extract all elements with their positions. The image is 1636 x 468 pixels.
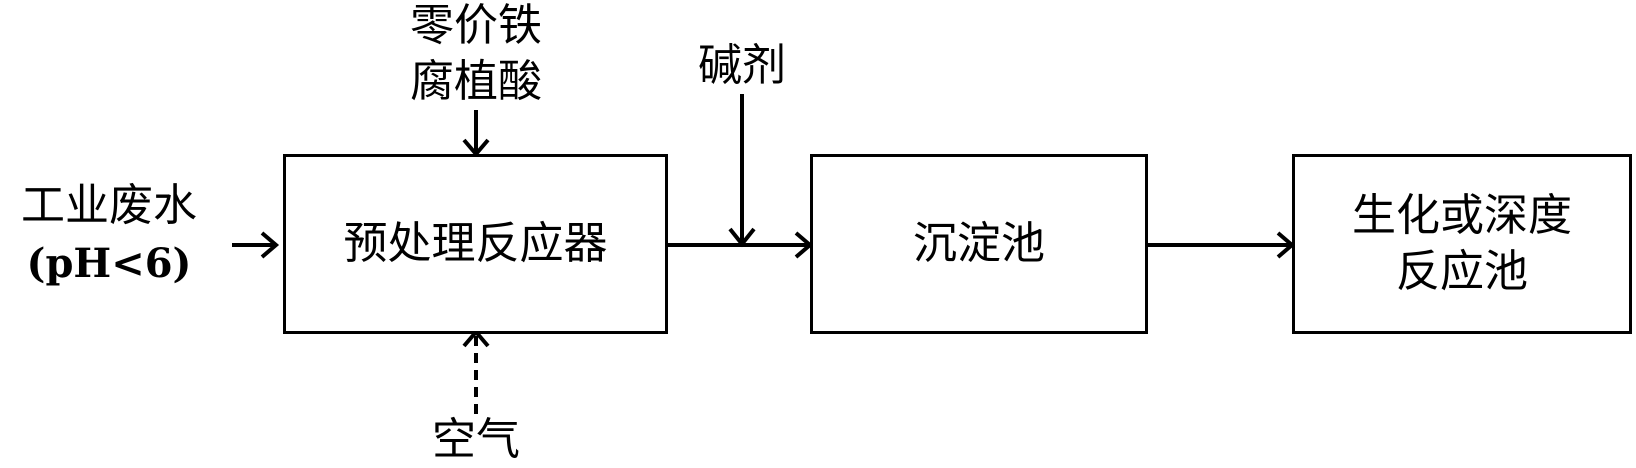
alkali-arrow-head: [728, 227, 756, 248]
additive-label-zero-valent-iron: 零价铁: [410, 0, 542, 51]
input-label-wastewater: 工业废水: [21, 180, 197, 231]
input-label-ph: (pH<6): [26, 240, 192, 287]
bio-reaction-tank-label-line1: 生化或深度: [1352, 190, 1572, 241]
alkali-label: 碱剂: [698, 40, 786, 91]
sedimentation-tank-box: 沉淀池: [810, 154, 1148, 334]
bio-reaction-tank-box: 生化或深度 反应池: [1292, 154, 1632, 334]
pretreatment-reactor-box: 预处理反应器: [283, 154, 668, 334]
air-label: 空气: [432, 414, 520, 465]
bio-reaction-tank-label-line2: 反应池: [1396, 246, 1528, 297]
pretreatment-reactor-label: 预处理反应器: [343, 218, 608, 269]
sedimentation-tank-label: 沉淀池: [913, 218, 1045, 269]
input-arrow-head: [260, 231, 280, 259]
additive-label-humic-acid: 腐植酸: [410, 56, 542, 107]
